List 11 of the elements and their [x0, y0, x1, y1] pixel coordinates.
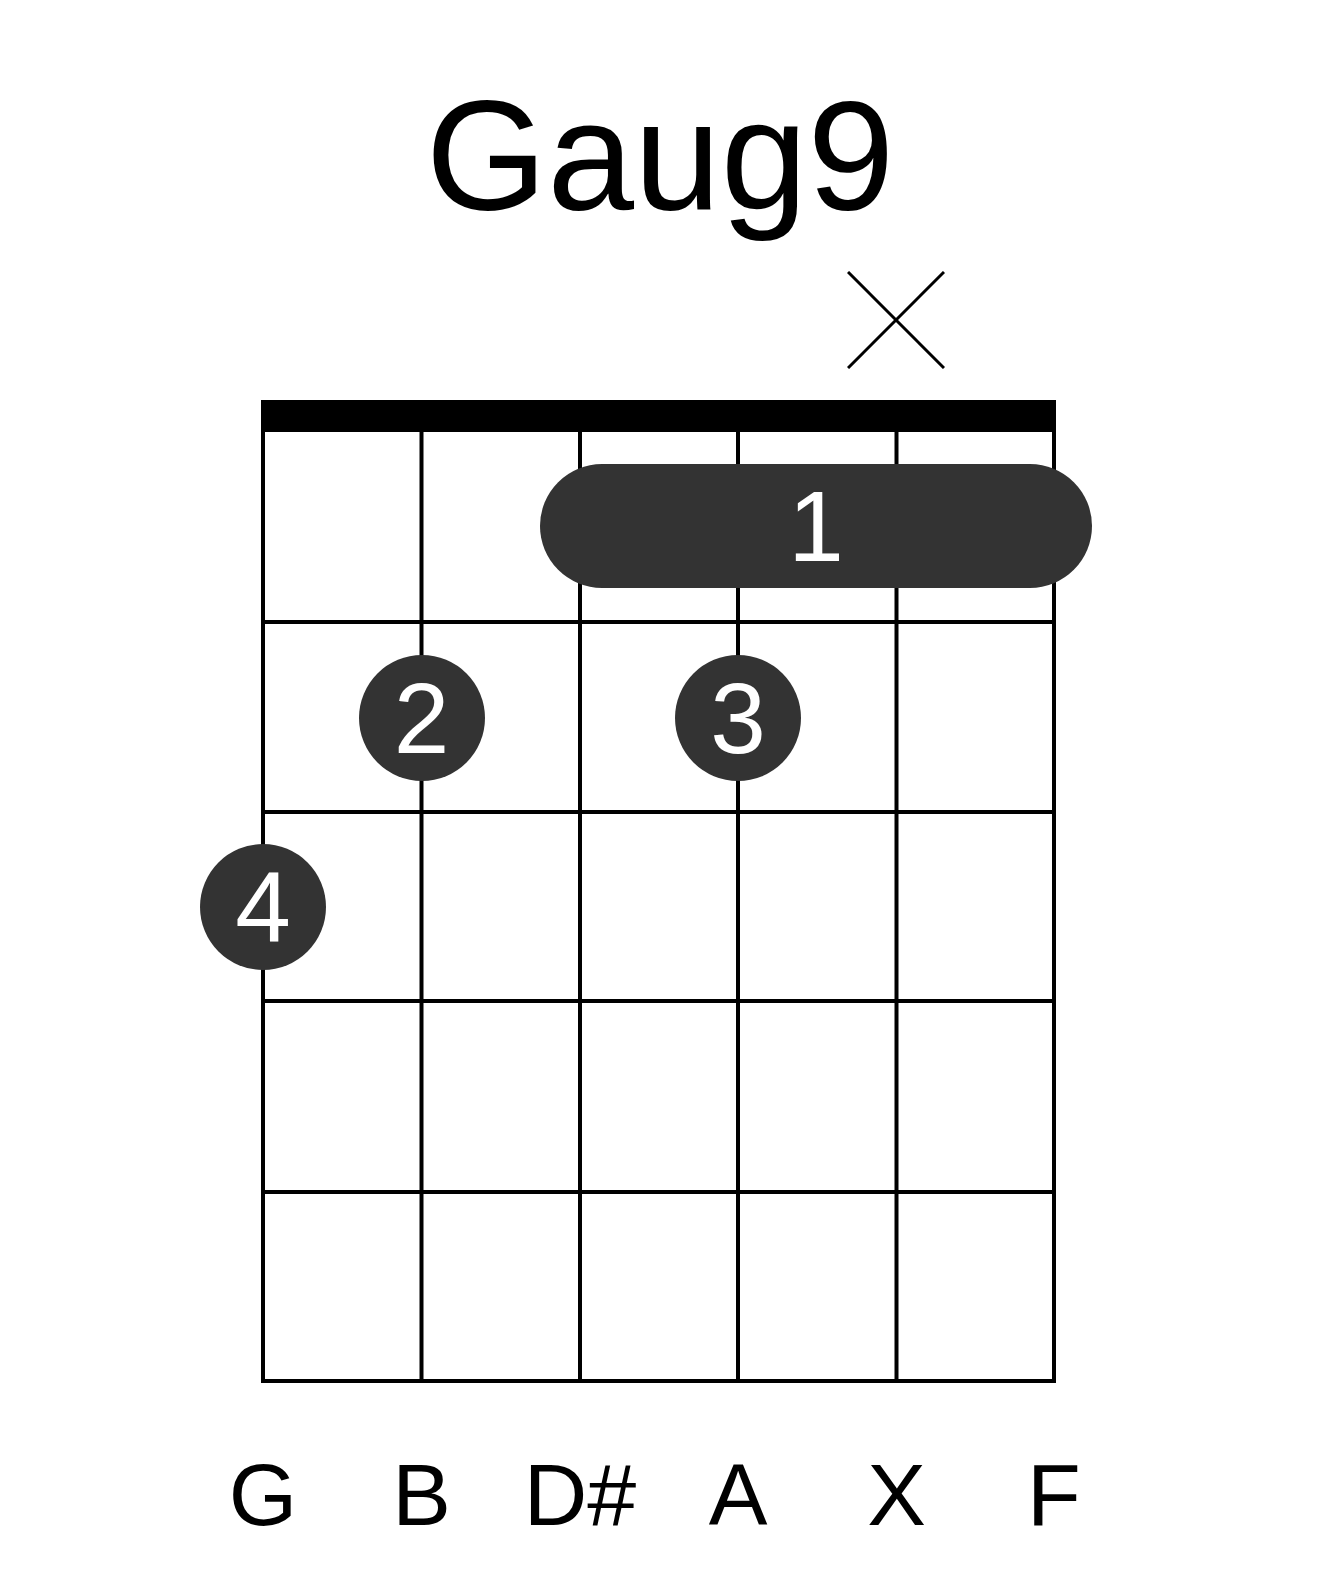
string-note-label: G [228, 1444, 298, 1546]
finger-dot: 2 [358, 655, 485, 781]
chord-title: Gaug9 [425, 67, 895, 244]
string-note-label: D# [523, 1444, 637, 1546]
finger-dot: 4 [200, 844, 326, 970]
string-note-label: A [708, 1444, 768, 1546]
string-note-label: F [1027, 1444, 1081, 1546]
string-note-label: B [392, 1444, 451, 1546]
finger-dot: 3 [675, 655, 801, 781]
string-note-label: X [867, 1444, 926, 1546]
barre-bar: 1 [540, 464, 1092, 588]
